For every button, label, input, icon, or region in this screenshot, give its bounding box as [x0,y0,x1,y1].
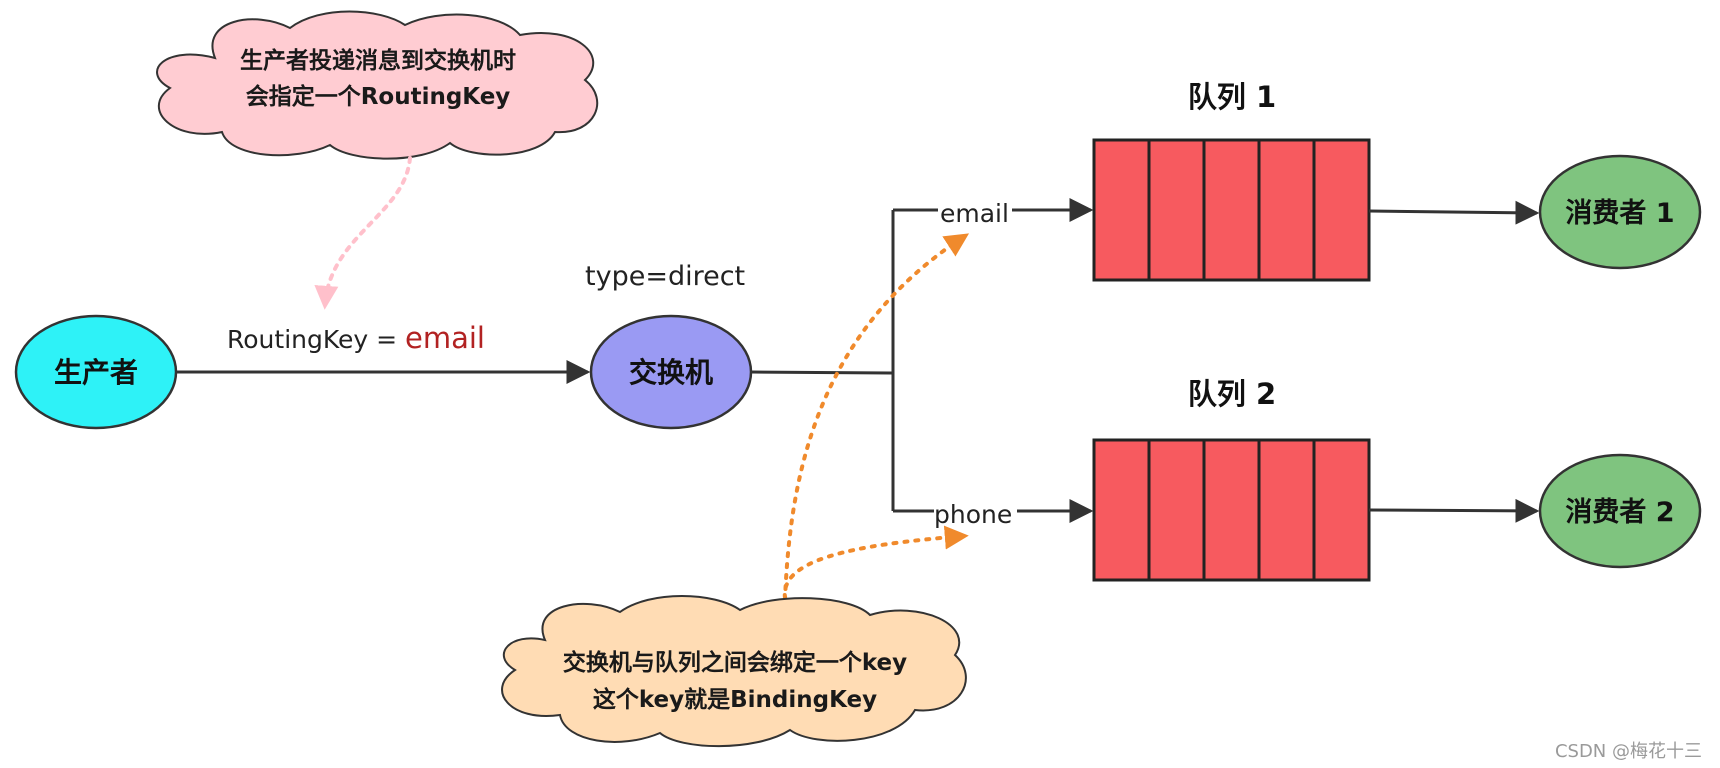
queue2 [1092,438,1371,582]
routing-key-label: RoutingKey = email [227,321,485,355]
queue1-cell [1257,138,1316,282]
queue1-title: 队列 1 [1188,80,1276,114]
routing-key-value: email [405,321,485,355]
consumer2-ellipse [1538,453,1702,569]
bottom-cloud-line2: 这个key就是BindingKey [593,686,877,713]
csdn-watermark: CSDN @梅花十三 [1555,741,1702,762]
queue1-cell [1312,138,1371,282]
pink-dotted-arrow [314,156,412,310]
bottom-cloud: 交换机与队列之间会绑定一个key 这个key就是BindingKey [501,595,967,748]
consumer1-ellipse [1538,154,1702,270]
orange-dotted-arrow-email [783,233,970,602]
queue2-title: 队列 2 [1188,377,1276,411]
queue2-cell [1312,438,1371,582]
bottom-cloud-line1: 交换机与队列之间会绑定一个key [563,649,907,676]
exchange-type-label: type=direct [585,261,745,292]
exchange-output-line [750,370,894,375]
routing-key-prefix: RoutingKey = [227,325,405,354]
queue1-cell [1147,138,1206,282]
binding-phone-label: phone [934,500,1012,529]
top-cloud-line1: 生产者投递消息到交换机时 [240,47,516,74]
top-cloud-shape [156,10,599,160]
queue1-cell [1202,138,1261,282]
queue2-cell [1202,438,1261,582]
queue2-to-consumer2-arrow [1368,498,1540,523]
producer-node: 生产者 [14,314,178,430]
queue2-cell [1257,438,1316,582]
consumer2-label: 消费者 2 [1565,497,1674,528]
top-cloud-line2: 会指定一个RoutingKey [246,83,511,110]
exchange-label: 交换机 [629,356,713,389]
consumer2-node: 消费者 2 [1538,453,1702,569]
consumer1-label: 消费者 1 [1565,198,1674,229]
exchange-node: 交换机 [589,314,753,430]
binding-email-label: email [940,199,1009,228]
queue1-cell [1092,138,1151,282]
queue1-to-consumer1-arrow [1368,200,1540,225]
orange-dotted-arrow-phone [782,525,969,600]
queue1 [1092,138,1371,282]
producer-label: 生产者 [54,356,138,389]
consumer1-node: 消费者 1 [1538,154,1702,270]
top-cloud: 生产者投递消息到交换机时 会指定一个RoutingKey [156,10,599,160]
queue2-cell [1092,438,1151,582]
queue2-cell [1147,438,1206,582]
bottom-cloud-shape [501,595,967,748]
